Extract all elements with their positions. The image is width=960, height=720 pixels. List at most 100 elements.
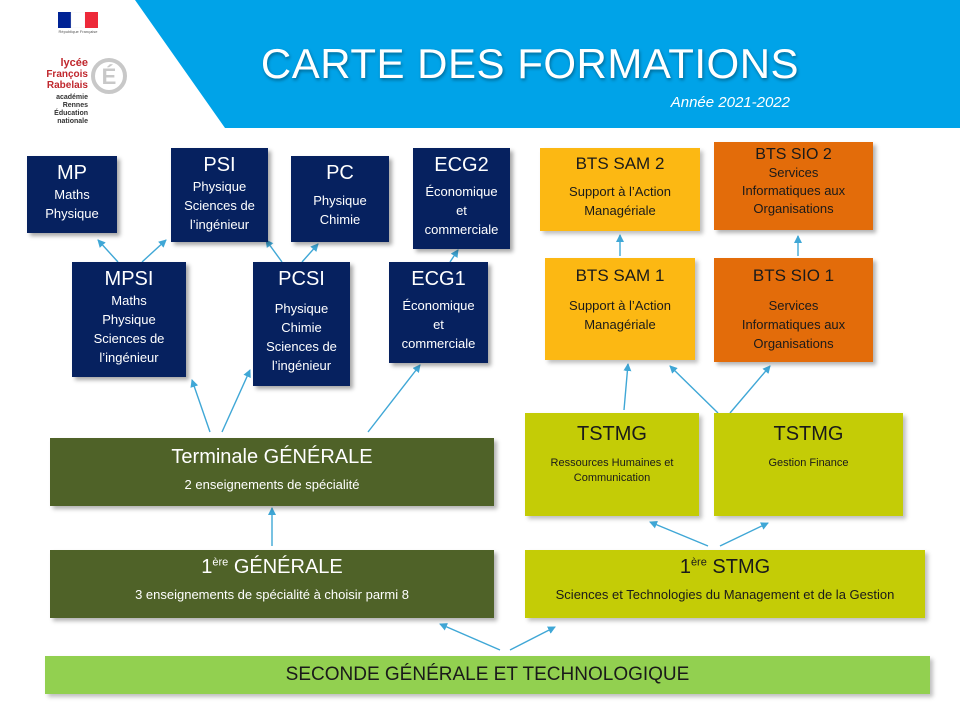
box-terminale-title: Terminale GÉNÉRALE (171, 446, 373, 468)
box-mp-title: MP (57, 162, 87, 184)
box-mpsi-line1: Maths (111, 293, 147, 308)
arrow-seconde-premstmg (509, 626, 556, 651)
box-psi-line3: l’ingénieur (189, 217, 250, 232)
box-premiere-stmg-title: 1ère STMG (525, 556, 925, 579)
box-bts-sam1: BTS SAM 1 Support à l’Action Managériale (545, 258, 695, 360)
box-bts-sam2-title: BTS SAM 2 (575, 154, 665, 173)
box-pc-title: PC (326, 162, 354, 184)
box-pcsi-line4: l’ingénieur (271, 358, 332, 373)
box-ecg1-line2: et (433, 317, 444, 332)
box-psi-line2: Sciences de (184, 198, 255, 213)
box-psi-title: PSI (203, 154, 236, 176)
box-bts-sam2-line2: Managériale (584, 203, 656, 218)
box-bts-sam2: BTS SAM 2 Support à l’Action Managériale (540, 148, 700, 231)
arrow-mpsi-psi (141, 239, 167, 263)
box-psi: PSI Physique Sciences de l’ingénieur (171, 148, 268, 242)
box-pcsi: PCSI Physique Chimie Sciences de l’ingén… (253, 262, 350, 386)
box-pcsi-line3: Sciences de (266, 339, 337, 354)
arrow-term-ecg1 (367, 364, 421, 433)
box-ecg2: ECG2 Économique et commerciale (413, 148, 510, 249)
box-tstmg-rh-line2: Communication (573, 472, 651, 484)
box-mpsi: MPSI Maths Physique Sciences de l’ingéni… (72, 262, 186, 377)
box-ecg1-line1: Économique (402, 298, 475, 313)
box-pc: PC Physique Chimie (291, 156, 389, 242)
academie-city: Rennes (62, 102, 88, 109)
box-ecg1-line3: commerciale (401, 336, 476, 351)
premiere-stmg-num: 1 (679, 556, 691, 578)
nationale-label: nationale (57, 118, 88, 125)
premiere-generale-num: 1 (201, 556, 213, 578)
box-mpsi-line2: Physique (102, 312, 156, 327)
box-bts-sio1: BTS SIO 1 Services Informatiques aux Org… (714, 258, 873, 362)
box-premiere-stmg: 1ère STMG Sciences et Technologies du Ma… (525, 550, 925, 618)
premiere-generale-sup: ère (212, 556, 229, 569)
republique-francaise-logo (58, 12, 98, 28)
box-tstmg-rh-title: TSTMG (577, 423, 647, 445)
education-e-emblem: É (91, 58, 127, 94)
arrow-premstmg-gf (719, 522, 769, 547)
school-name-line1: lycée (60, 57, 88, 69)
premiere-stmg-label: STMG (706, 556, 771, 578)
box-terminale-generale: Terminale GÉNÉRALE 2 enseignements de sp… (50, 438, 494, 506)
box-premiere-generale: 1ère GÉNÉRALE 3 enseignements de spécial… (50, 550, 494, 618)
box-bts-sio2-line2: Informatiques aux (741, 183, 846, 198)
arrow-term-pcsi (221, 369, 251, 433)
arrow-pcsi-psi (265, 239, 283, 263)
box-mpsi-title: MPSI (104, 268, 154, 290)
box-mp: MP Maths Physique (27, 156, 117, 233)
box-tstmg-gf: TSTMG Gestion Finance (714, 413, 903, 516)
box-premiere-stmg-sub: Sciences et Technologies du Management e… (555, 587, 895, 602)
box-bts-sam1-title: BTS SAM 1 (575, 266, 665, 285)
svg-text:É: É (102, 64, 117, 89)
box-pc-line1: Physique (313, 193, 367, 208)
arrow-mpsi-mp (97, 239, 119, 263)
box-bts-sam1-line2: Managériale (584, 317, 656, 332)
box-bts-sio2-line3: Organisations (753, 201, 834, 216)
box-terminale-sub: 2 enseignements de spécialité (184, 477, 360, 492)
box-mpsi-line4: l’ingénieur (99, 350, 159, 365)
box-ecg2-line3: commerciale (424, 222, 499, 237)
box-bts-sio1-title: BTS SIO 1 (752, 266, 835, 285)
box-tstmg-rh-line1: Ressources Humaines et (550, 457, 674, 469)
box-pc-line2: Chimie (319, 212, 361, 227)
box-tstmg-gf-title: TSTMG (773, 423, 844, 445)
box-bts-sio1-line1: Services (768, 298, 819, 313)
box-mp-line1: Maths (54, 187, 90, 202)
box-ecg1-title: ECG1 (411, 268, 466, 290)
box-mpsi-line3: Sciences de (93, 331, 165, 346)
premiere-stmg-sup: ère (690, 556, 707, 569)
arrow-rh-sam1 (623, 363, 632, 411)
arrow-ecg1-ecg2 (449, 249, 459, 263)
box-bts-sam2-line1: Support à l’Action (569, 184, 671, 199)
school-name-line2: François Rabelais (46, 69, 88, 91)
arrow-tstmg-sio1 (669, 365, 719, 414)
box-ecg1: ECG1 Économique et commerciale (389, 262, 488, 363)
school-year: Année 2021-2022 (670, 94, 790, 111)
arrow-pcsi-pc (301, 243, 319, 263)
box-psi-line1: Physique (192, 179, 247, 194)
box-pcsi-title: PCSI (278, 268, 325, 290)
box-bts-sio2-title: BTS SIO 2 (755, 146, 832, 163)
box-pcsi-line2: Chimie (281, 320, 322, 335)
box-ecg2-line2: et (456, 203, 467, 218)
box-bts-sio1-line2: Informatiques aux (741, 317, 846, 332)
box-tstmg-gf-line1: Gestion Finance (768, 457, 849, 469)
arrow-term-mpsi (190, 379, 211, 433)
box-premiere-generale-sub: 3 enseignements de spécialité à choisir … (135, 587, 409, 602)
school-logo: lycée François Rabelais académie Rennes … (28, 58, 88, 126)
box-pcsi-line1: Physique (274, 301, 329, 316)
ministry-caption: République Française (58, 29, 98, 34)
box-bts-sio1-line3: Organisations (753, 336, 834, 351)
page-title: CARTE DES FORMATIONS (260, 40, 800, 87)
box-ecg2-title: ECG2 (434, 154, 489, 176)
box-bts-sio2: BTS SIO 2 Services Informatiques aux Org… (714, 142, 873, 230)
arrow-seconde-premgen (439, 623, 501, 651)
box-mp-line2: Physique (45, 206, 99, 221)
box-bts-sio2-line1: Services (768, 165, 819, 180)
box-ecg2-line1: Économique (425, 184, 498, 199)
arrow-gf-sio1 (729, 365, 771, 414)
premiere-generale-label: GÉNÉRALE (228, 556, 343, 578)
box-seconde: SECONDE GÉNÉRALE ET TECHNOLOGIQUE (45, 656, 930, 694)
box-premiere-generale-title: 1ère GÉNÉRALE (50, 556, 494, 579)
